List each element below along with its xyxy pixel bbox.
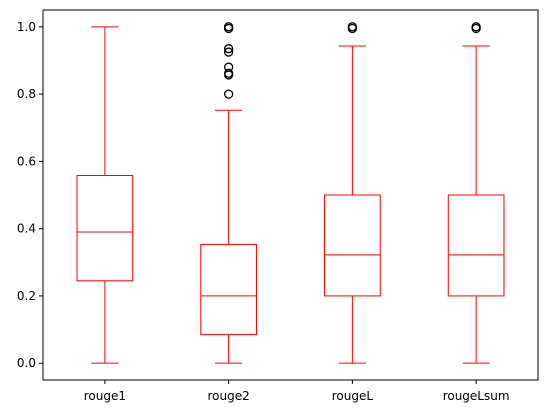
x-axis: rouge1 rouge2 rougeL rougeLsum	[84, 380, 510, 403]
box-iqr	[76, 174, 134, 282]
x-tick-label: rouge1	[84, 389, 126, 403]
outlier-point	[223, 89, 234, 99]
box-iqr	[200, 243, 257, 336]
outlier-point	[347, 22, 358, 32]
x-tick-label: rougeLsum	[443, 389, 510, 403]
outlier-point	[223, 68, 234, 78]
outlier-point	[471, 22, 481, 32]
outlier-point	[223, 62, 234, 72]
plot-marks	[76, 22, 505, 364]
outlier-point	[223, 22, 234, 32]
outlier-point	[223, 47, 234, 57]
y-tick-label: 0.6	[17, 154, 36, 168]
x-tick-label: rougeL	[332, 389, 374, 403]
x-tick-label: rouge2	[207, 389, 249, 403]
plot-frame	[42, 9, 539, 381]
y-tick-label: 0.2	[17, 289, 36, 303]
box-rouge1	[76, 26, 134, 364]
box-rougeL	[324, 22, 381, 364]
box-iqr	[447, 194, 505, 297]
y-axis: 0.0 0.2 0.4 0.6 0.8 1.0	[17, 20, 43, 370]
outlier-point	[223, 44, 234, 54]
y-tick-label: 0.4	[17, 222, 36, 236]
y-tick-label: 0.8	[17, 87, 36, 101]
box-rougeLsum	[447, 22, 505, 364]
box-rouge2	[200, 22, 257, 364]
y-tick-label: 1.0	[17, 20, 36, 34]
y-tick-label: 0.0	[17, 356, 36, 370]
box-iqr	[324, 194, 381, 297]
